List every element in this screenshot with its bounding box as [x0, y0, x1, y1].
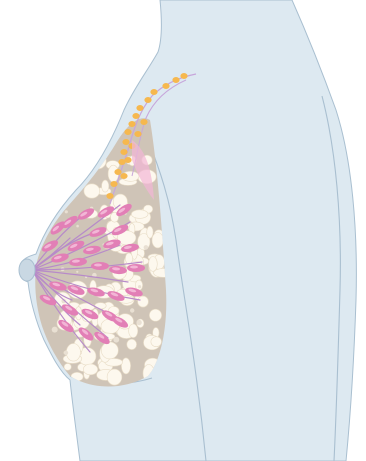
stroma-fleck — [144, 245, 149, 250]
fat-cell — [127, 339, 137, 349]
fat-cell — [66, 344, 80, 362]
fat-cell — [149, 309, 161, 321]
lymph-node — [110, 181, 117, 187]
lymph-node — [134, 131, 141, 137]
stroma-fleck — [52, 327, 58, 333]
lymph-node — [180, 73, 187, 79]
stroma-fleck — [76, 271, 78, 273]
lymph-node — [128, 121, 135, 127]
nipple — [19, 259, 35, 281]
lobule — [91, 262, 109, 270]
fat-cell — [83, 364, 97, 375]
fat-cell — [121, 358, 130, 374]
lymph-node — [120, 149, 127, 155]
lymph-node — [106, 193, 113, 199]
lymph-node — [114, 169, 121, 175]
fat-cell — [152, 233, 163, 248]
stroma-fleck — [65, 210, 68, 213]
stroma-fleck — [76, 225, 79, 228]
fat-cell — [95, 303, 106, 309]
fat-cell — [125, 253, 132, 264]
lymph-node — [144, 97, 151, 103]
lymph-node — [162, 83, 169, 89]
lymph-node — [120, 173, 127, 179]
fat-cell — [138, 296, 149, 307]
fat-cell — [129, 324, 138, 338]
fat-cell — [149, 257, 158, 272]
fat-cell — [101, 342, 118, 359]
fat-cell — [107, 369, 122, 385]
stroma-fleck — [136, 320, 141, 325]
stroma-fleck — [138, 285, 141, 288]
stroma-fleck — [130, 308, 134, 312]
fat-cell — [84, 184, 100, 198]
fat-cell — [131, 210, 148, 219]
fat-cell — [64, 364, 71, 371]
fat-cell — [147, 226, 153, 238]
lobule — [127, 264, 145, 272]
lymph-node — [132, 113, 139, 119]
stroma-fleck — [64, 351, 68, 355]
fat-cell — [102, 180, 109, 192]
stroma-fleck — [113, 337, 119, 343]
lymph-node — [124, 157, 131, 163]
lymph-node — [140, 119, 147, 125]
lymph-node — [124, 129, 131, 135]
fat-cell — [151, 337, 162, 347]
lymph-node — [122, 139, 129, 145]
lymph-node — [172, 77, 179, 83]
lymph-node — [150, 89, 157, 95]
lymph-node — [136, 105, 143, 111]
